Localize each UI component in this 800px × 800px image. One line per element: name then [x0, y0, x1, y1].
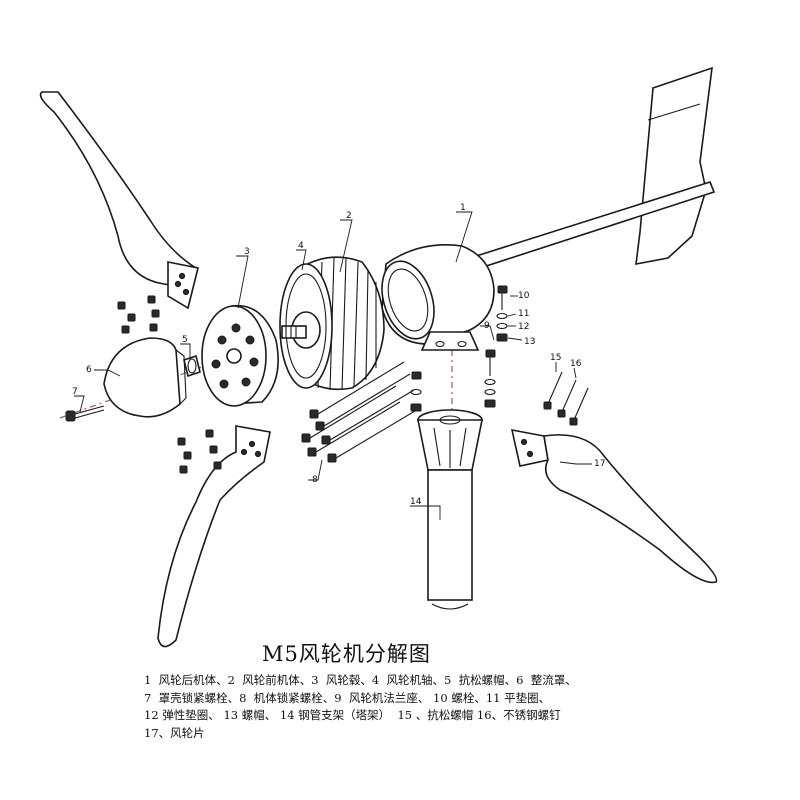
blade-lower-left	[157, 425, 271, 648]
legend-line: 12 弹性垫圈、 13 螺帽、 14 钢管支架（塔架） 15 、抗松螺帽 16、…	[144, 708, 561, 722]
rear-body-part	[381, 244, 495, 351]
blade-bolts-upper	[117, 295, 160, 334]
tower-pipe-part	[417, 409, 483, 610]
flange-hardware	[410, 285, 508, 412]
parts-legend: 1 风轮后机体、2 风轮前机体、3 风轮毂、4 风轮机轴、5 抗松螺帽、6 整流…	[144, 672, 704, 742]
blade-bolts-lower	[177, 429, 222, 474]
callout-10: 10	[518, 291, 530, 301]
callout-11: 11	[518, 309, 529, 319]
hub-disc-part	[201, 304, 279, 407]
blade-upper-left	[39, 91, 199, 310]
callout-15: 15	[550, 353, 561, 363]
legend-line: 7 罩壳锁紧螺栓、8 机体锁紧螺栓、9 风轮机法兰座、 10 螺栓、11 平垫圈…	[144, 690, 551, 705]
body-bolts-part	[301, 361, 421, 463]
shaft-part	[281, 311, 321, 349]
tail-fin	[635, 66, 713, 265]
callout-1: 1	[460, 203, 466, 213]
blade-right	[510, 428, 718, 584]
callout-17: 17	[594, 459, 605, 469]
callout-13: 13	[524, 337, 535, 347]
stainless-screws-part	[543, 371, 589, 426]
diagram-title: M5风轮机分解图	[262, 642, 431, 666]
callout-12: 12	[518, 322, 529, 332]
leader-lines	[74, 211, 592, 520]
cover-bolt-part	[65, 405, 105, 422]
callout-16: 16	[570, 359, 582, 369]
callout-9: 9	[484, 321, 490, 331]
legend-line: 17、风轮片	[144, 725, 205, 740]
callout-3: 3	[244, 247, 250, 257]
callout-6: 6	[86, 365, 92, 375]
callout-4: 4	[298, 241, 304, 251]
callout-14: 14	[410, 497, 422, 507]
callout-2: 2	[346, 211, 352, 221]
legend-line: 1 风轮后机体、2 风轮前机体、3 风轮毂、4 风轮机轴、5 抗松螺帽、6 整流…	[144, 673, 577, 687]
callout-8: 8	[312, 475, 318, 485]
spinner-cover-part	[103, 337, 187, 418]
lock-nut-part	[183, 354, 201, 378]
callout-7: 7	[72, 387, 78, 397]
callout-labels: 1 2 3 4 5 6 7 8 9 10 11 12 13 14 15 16 1…	[72, 203, 605, 507]
callout-5: 5	[182, 335, 188, 345]
